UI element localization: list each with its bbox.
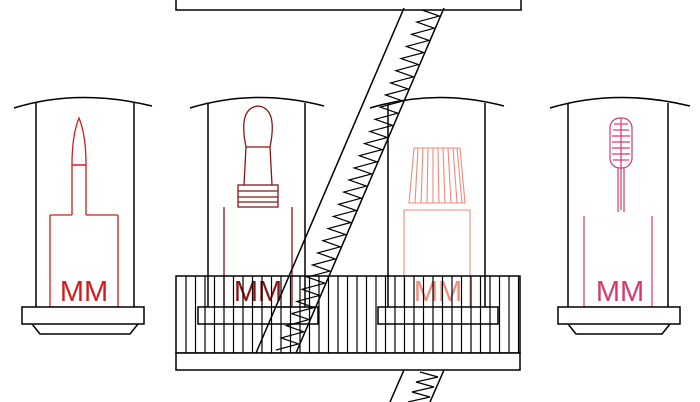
display-case-1: MM	[13, 96, 153, 335]
case-1-label: MM	[60, 276, 108, 308]
case-4-label: MM	[596, 276, 644, 308]
mascara-brush-icon	[583, 117, 653, 308]
case-3-label: MM	[414, 276, 462, 308]
top-beam	[175, 0, 522, 11]
staircase	[255, 7, 445, 402]
case-2-dome	[189, 96, 325, 109]
case-4-base	[557, 306, 681, 325]
case-1-dome	[13, 96, 153, 109]
case-3-dome	[369, 96, 505, 109]
display-case-2: MM	[189, 96, 325, 308]
stand-grille	[175, 275, 521, 371]
display-case-4: MM	[549, 96, 691, 335]
case-2-label: MM	[234, 276, 282, 308]
case-1-base	[21, 306, 145, 325]
case-4-dome	[549, 96, 691, 109]
stand-base-rail	[175, 352, 521, 371]
ribbed-cap-icon	[403, 147, 471, 308]
lipstick-tube-icon	[223, 105, 293, 308]
